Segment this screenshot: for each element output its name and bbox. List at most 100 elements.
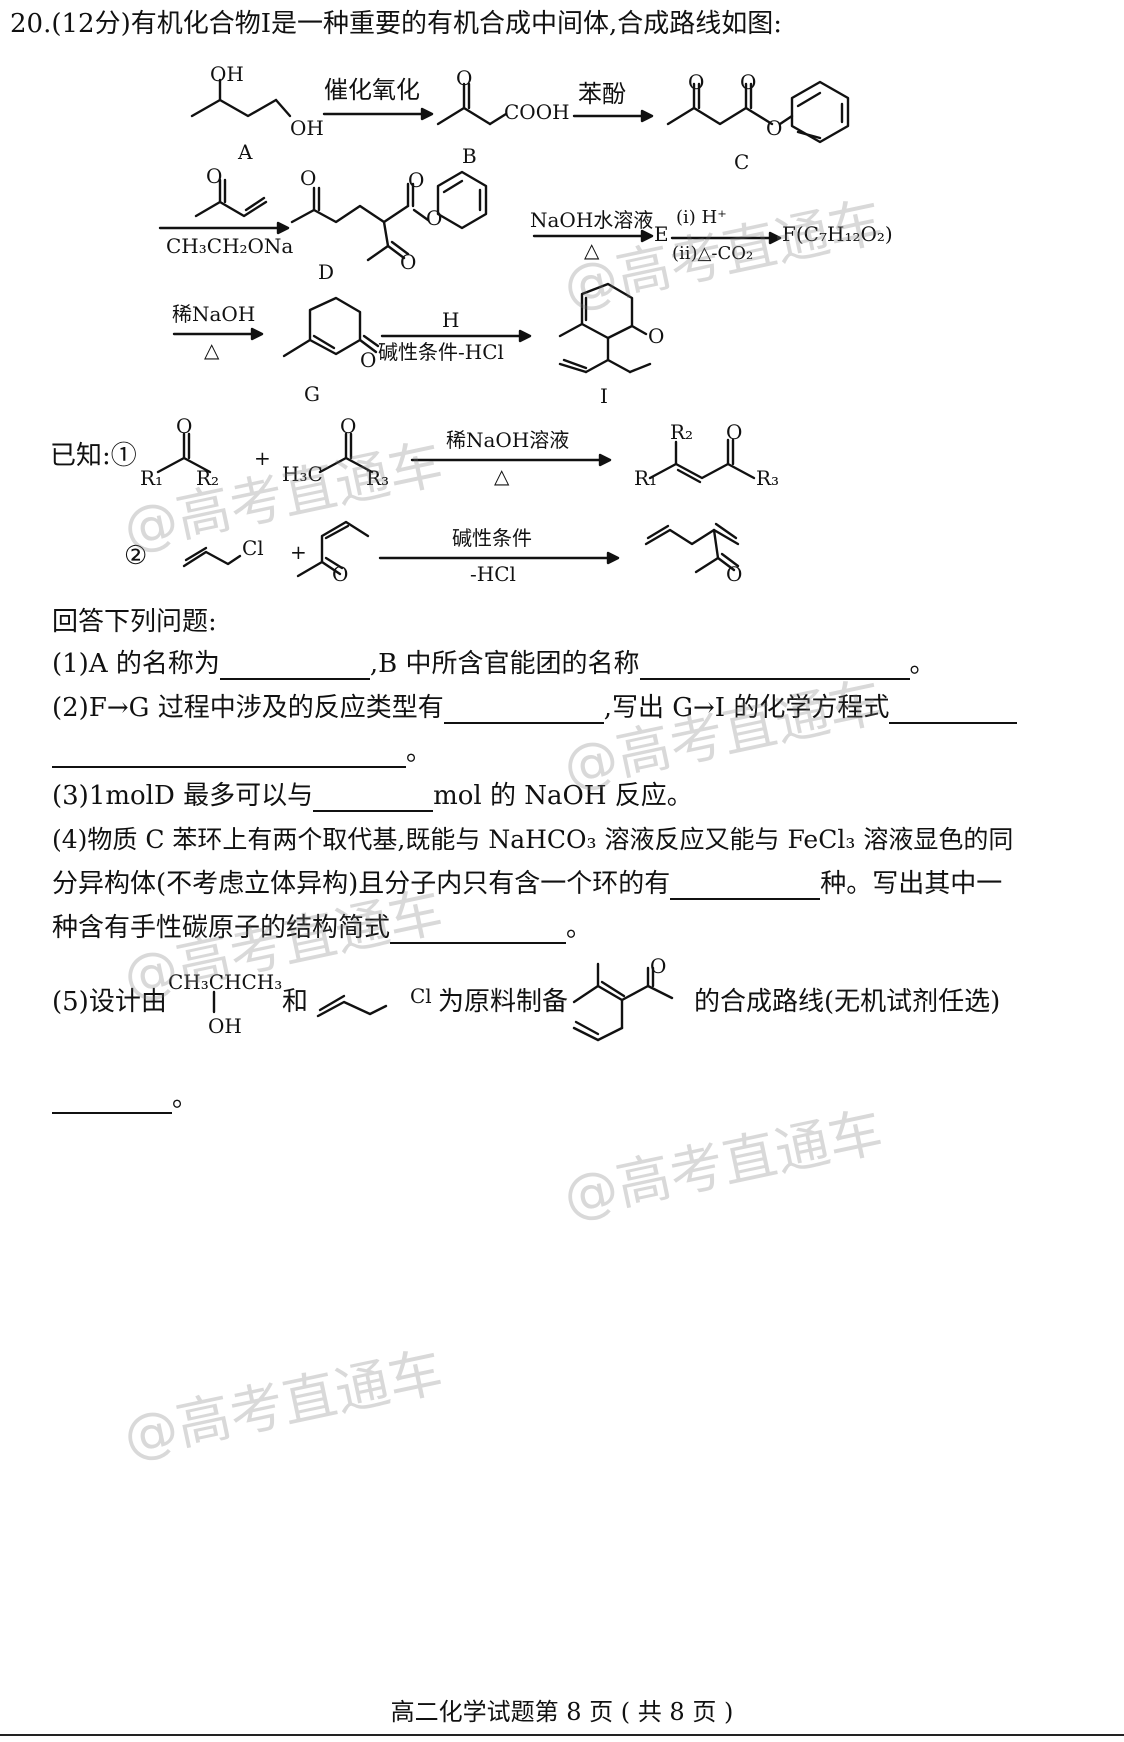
watermark-5: @高考直通车 [558,1099,889,1229]
arrow5-bottom: (ii)△-CO₂ [672,243,754,264]
q3-blank[interactable] [313,784,434,812]
q5-blank[interactable] [52,1086,172,1114]
structure-C [666,80,850,144]
page-footer: 高二化学试题第 8 页 ( 共 8 页 ) [390,1698,734,1726]
arrow5 [670,231,782,245]
atom-o-C2: O [740,70,757,94]
q4-text-c: 种。写出其中一 [820,869,1003,899]
structure-G [282,296,380,358]
q4-blank-b[interactable] [390,916,567,944]
arrow7-label: H [442,308,460,332]
arrow1 [322,107,434,121]
q2-blank-c[interactable] [52,740,406,768]
known-plus-2: + [290,540,307,564]
q1-text-b: ,B 中所含官能团的名称 [369,649,640,679]
q2-line-2: 。 [52,736,432,768]
atom-o-k5: O [726,562,743,586]
known2-product [644,522,740,574]
q5-target [572,962,674,1042]
q2-blank-a[interactable] [443,696,604,724]
atom-o-D1: O [300,166,317,190]
atom-o-k2: O [340,414,357,438]
known-plus-1: + [254,446,271,470]
q1-text-a: (1)A 的名称为 [52,649,220,679]
atom-o-B: O [456,66,473,90]
atom-o-D4: O [400,250,417,274]
atom-o-mvk: O [206,164,223,188]
question-header: 20.(12分)有机化合物Ⅰ是一种重要的有机合成中间体,合成路线如图: [10,9,783,39]
known-prefix: 已知:① [50,441,137,471]
q4-blank-a[interactable] [670,872,821,900]
watermark-6: @高考直通车 [118,1339,449,1469]
structure-D [290,170,488,262]
atom-o-q5: O [650,954,667,978]
atom-o-I: O [648,324,665,348]
known-r2: R₂ [196,466,220,490]
structure-I [558,282,652,374]
q5-reagent-bond [212,990,216,1014]
arrow3-below: CH₃CH₂ONa [166,234,294,258]
arrow2-label: 苯酚 [578,80,626,108]
arrow4-label: NaOH水溶液 [530,208,654,232]
label-G: G [304,382,320,406]
reagent-mvk [194,178,268,218]
q2-text-a: (2)F→G 过程中涉及的反应类型有 [52,693,444,723]
known1-prod-r2: R₂ [670,420,694,444]
known1-methylketone [318,432,374,474]
known2-arrow-label: 碱性条件 [452,526,532,550]
q2-line: (2)F→G 过程中涉及的反应类型有 ,写出 G→I 的化学方程式 [52,692,1018,724]
label-D: D [318,260,335,284]
label-A: A [238,140,253,164]
arrow7-below: 碱性条件-HCl [378,340,504,364]
arrow7 [380,329,532,343]
known2-cl: Cl [242,536,264,560]
arrow6 [172,327,264,341]
known-circle2: ② [124,541,148,571]
q4-text-b: 分异构体(不考虑立体异构)且分子内只有含一个环的有 [52,869,671,899]
atom-cooh-B: COOH [504,100,570,124]
questions-intro: 回答下列问题: [52,607,217,637]
known-r1: R₁ [140,466,164,490]
q5-text-a: (5)设计由 [52,987,167,1017]
atom-o-C1: O [688,70,705,94]
q5-answer-line: 。 [52,1082,198,1114]
q1-blank-b[interactable] [639,652,910,680]
atom-o-C3: O [766,116,783,140]
q5-text-c: 为原料制备 [438,987,569,1017]
q4-line-2: 分异构体(不考虑立体异构)且分子内只有含一个环的有 种。写出其中一 [52,868,1002,900]
arrow6-below: △ [204,338,220,362]
known1-ketone [156,432,212,474]
arrow1-label: 催化氧化 [324,76,420,104]
q1-blank-a[interactable] [219,652,370,680]
known-h3c: H₃C [282,462,323,486]
arrow2 [572,109,654,123]
label-C: C [734,150,750,174]
q2-blank-b[interactable] [889,696,1018,724]
product-E: E [654,222,669,246]
atom-oh-A2: OH [290,116,324,140]
atom-oh-A1: OH [210,62,244,86]
label-I: I [600,384,608,408]
label-B: B [462,144,477,168]
known2-enone [296,520,370,578]
known2-arrow-below: -HCl [470,562,516,586]
q2-text-b: ,写出 G→I 的化学方程式 [603,693,890,723]
atom-o-D2: O [408,168,425,192]
atom-o-k4: O [332,562,349,586]
structure-B [436,82,508,126]
q4-line-1: (4)物质 C 苯环上有两个取代基,既能与 NaHCO₃ 溶液反应又能与 FeC… [52,825,1014,854]
known2-allyl [182,546,242,568]
product-F: F(C₇H₁₂O₂) [782,222,893,246]
q4-line-3: 种含有手性碳原子的结构简式。 [52,912,592,944]
q5-cl: Cl [410,984,432,1008]
q2-text-c: 。 [406,737,433,767]
known1-arrow [410,453,612,467]
atom-o-k3: O [726,420,743,444]
structure-A [190,78,292,118]
q5-reagent-bottom: OH [208,1014,242,1038]
atom-o-k1: O [176,414,193,438]
q5-text-d: 的合成路线(无机试剂任选) [694,987,1001,1017]
atom-o-G: O [360,348,377,372]
arrow6-label: 稀NaOH [172,302,256,326]
